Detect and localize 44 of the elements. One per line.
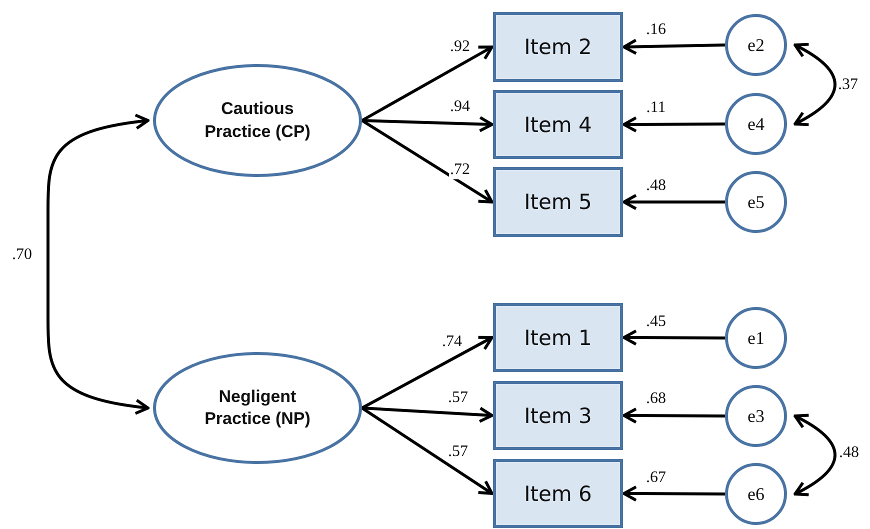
factor-label: Negligent Practice (NP) [204, 386, 312, 430]
item-label: Item 5 [524, 190, 592, 214]
observed-item-box [493, 381, 623, 450]
item-label: Item 1 [524, 326, 592, 350]
path-arrow [622, 116, 725, 133]
error-term-circle [725, 14, 787, 76]
error-label: e4 [748, 114, 764, 134]
observed-item-box [493, 12, 623, 82]
path-arrow [622, 485, 725, 502]
path-arrow [622, 194, 725, 210]
path-arrow [361, 406, 494, 495]
path-arrow [622, 329, 725, 346]
error-term-circle [725, 385, 787, 447]
path-arrow [362, 406, 494, 423]
error-term-circle [725, 463, 787, 525]
latent-variable-ellipse [153, 64, 362, 177]
error-label: e1 [748, 328, 764, 348]
observed-item-box [493, 459, 623, 528]
path-arrow [622, 407, 725, 424]
item-label: Item 6 [524, 482, 592, 506]
correlation-arrow [794, 43, 836, 126]
observed-item-box [493, 167, 623, 237]
item-label: Item 4 [524, 112, 592, 136]
item-label: Item 2 [524, 35, 592, 59]
error-label: e5 [748, 192, 764, 212]
edge-label: .72 [449, 161, 471, 179]
error-label: e2 [748, 34, 764, 56]
observed-item-box [493, 90, 623, 159]
error-term-circle [725, 307, 787, 369]
path-arrow [361, 46, 494, 122]
latent-variable-ellipse [153, 352, 362, 464]
correlation-arrow [794, 414, 836, 496]
item-label: Item 3 [524, 404, 592, 428]
path-arrow [362, 116, 494, 132]
path-arrow [622, 38, 726, 55]
error-label: e3 [748, 406, 764, 426]
correlation-arrow [46, 114, 150, 415]
path-arrow [361, 336, 494, 410]
factor-label: Cautious Practice (CP) [204, 98, 312, 142]
observed-item-box [493, 303, 623, 372]
path-arrow [361, 119, 494, 204]
error-term-circle [725, 171, 787, 233]
error-term-circle [725, 93, 787, 155]
error-label: e6 [748, 484, 764, 504]
